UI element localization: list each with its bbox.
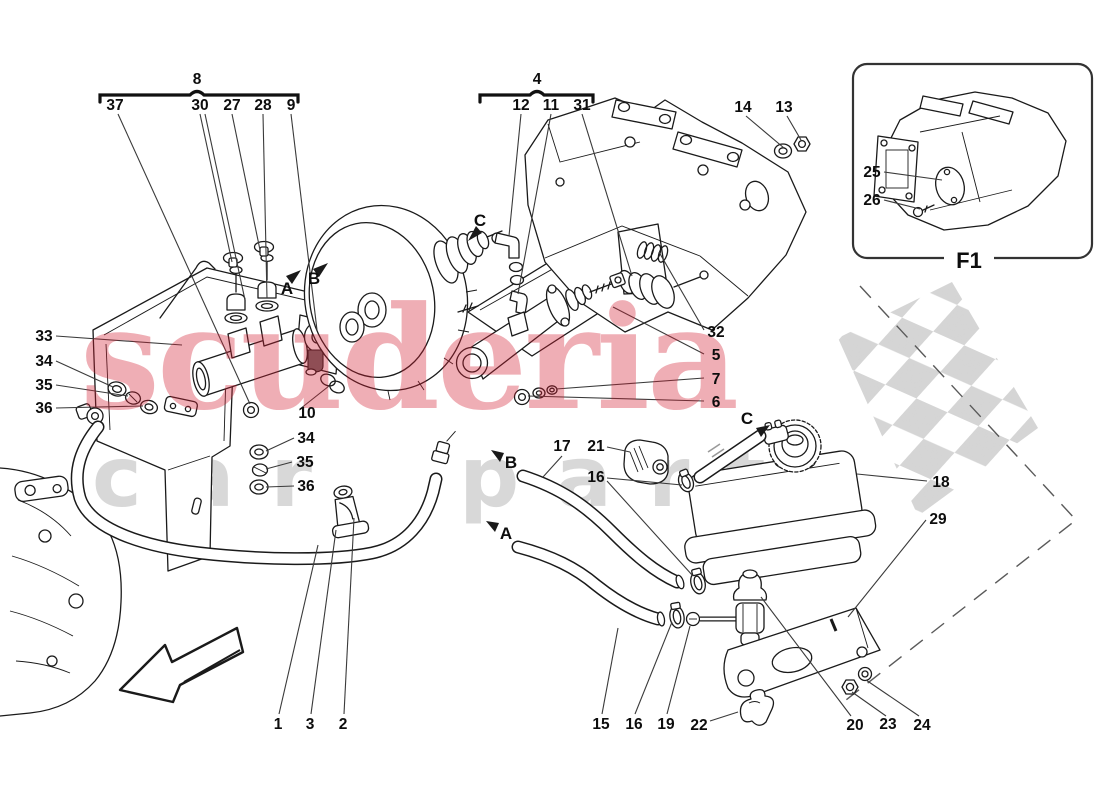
- callout-6: 6: [712, 394, 721, 411]
- view-b-arrow-1: [313, 263, 328, 277]
- callout-31: 31: [573, 97, 591, 114]
- slave-boot: [618, 269, 709, 309]
- leader-lines: [55, 113, 943, 722]
- view-b-label-1: B: [308, 269, 320, 288]
- view-arrows: [286, 226, 770, 532]
- callout-19: 19: [657, 716, 675, 733]
- nut-23: [841, 679, 859, 695]
- callout-10: 10: [298, 405, 315, 422]
- callout-29: 29: [929, 511, 947, 528]
- clutch-pipe-drawing: [491, 232, 528, 315]
- callout-17: 17: [553, 438, 570, 455]
- callout-35b: 35: [296, 454, 314, 471]
- callout-12: 12: [512, 97, 529, 114]
- callout-11: 11: [543, 97, 560, 114]
- view-a-arrow-1: [286, 270, 301, 284]
- callout-36: 36: [35, 400, 53, 417]
- hose-clamp-a: [669, 601, 685, 629]
- callout-20: 20: [846, 717, 863, 734]
- view-a-arrow-2: [486, 521, 499, 532]
- callout-16b: 16: [625, 716, 643, 733]
- dashed-chevron: [845, 285, 1078, 701]
- callout-35: 35: [35, 377, 53, 394]
- callout-8: 8: [193, 71, 202, 88]
- view-b-label-2: B: [505, 453, 517, 472]
- view-c-label-1: C: [474, 211, 486, 230]
- callout-21: 21: [587, 438, 605, 455]
- callout-37: 37: [106, 97, 123, 114]
- group-bracket-4: [478, 89, 595, 104]
- view-a-label-1: A: [281, 279, 293, 298]
- callout-15: 15: [592, 716, 610, 733]
- hose-a-drawing: [511, 540, 736, 629]
- callout-4: 4: [533, 71, 542, 88]
- direction-arrow: [118, 626, 245, 704]
- callout-30: 30: [191, 97, 208, 114]
- callout-14: 14: [734, 99, 752, 116]
- clip-22-drawing: [739, 688, 775, 726]
- callout-26: 26: [863, 192, 881, 209]
- watermark-title: scuderia: [80, 276, 736, 442]
- view-c-label-2: C: [741, 409, 753, 428]
- callout-33: 33: [35, 328, 53, 345]
- mounting-bracket-drawing: [723, 607, 881, 726]
- hose-clamp-b: [690, 567, 706, 595]
- inset-label: F1: [956, 248, 982, 273]
- callout-16: 16: [587, 469, 605, 486]
- callout-23: 23: [879, 716, 897, 733]
- brake-booster-drawing: [303, 204, 503, 401]
- callout-25: 25: [863, 164, 881, 181]
- callout-24: 24: [913, 717, 931, 734]
- view-b-arrow-2: [491, 450, 504, 462]
- inset-box: F1: [851, 62, 1094, 273]
- callout-34b: 34: [297, 430, 315, 447]
- callout-36b: 36: [297, 478, 315, 495]
- callout-3: 3: [306, 716, 315, 733]
- reservoir-drawing: [623, 419, 877, 586]
- callout-1: 1: [274, 716, 283, 733]
- view-c-arrow-2: [756, 425, 770, 437]
- engine-drawing: [0, 467, 122, 717]
- sensor-holder-drawing: [623, 439, 669, 485]
- washer-24: [857, 666, 873, 682]
- callout-34: 34: [35, 353, 53, 370]
- hose-b-drawing: [516, 469, 706, 595]
- callout-7: 7: [712, 371, 721, 388]
- mc-body: [192, 328, 308, 397]
- clutch-master-cylinder-drawing: [455, 272, 626, 406]
- callout-9: 9: [287, 97, 296, 114]
- callout-5: 5: [712, 347, 721, 364]
- callout-13: 13: [775, 99, 793, 116]
- callout-22: 22: [690, 717, 707, 734]
- release-spring: [636, 241, 669, 263]
- callout-2: 2: [339, 716, 348, 733]
- mc-nut: [242, 401, 260, 419]
- inset-gearbox-drawing: [873, 91, 1067, 231]
- view-c-arrow-1: [468, 226, 482, 241]
- callout-28: 28: [254, 97, 272, 114]
- feed-hose-drawing: [70, 403, 456, 566]
- tee-union-drawing: [732, 569, 768, 675]
- callout-18: 18: [932, 474, 950, 491]
- group-bracket-8: [98, 89, 300, 104]
- callout-27: 27: [223, 97, 240, 114]
- view-a-label-2: A: [500, 524, 512, 543]
- union-screw: [685, 611, 701, 627]
- callout-32: 32: [707, 324, 724, 341]
- callouts: 8 37 30 27 28 9 4 12 11 31 14 13 25 26 3…: [35, 71, 950, 734]
